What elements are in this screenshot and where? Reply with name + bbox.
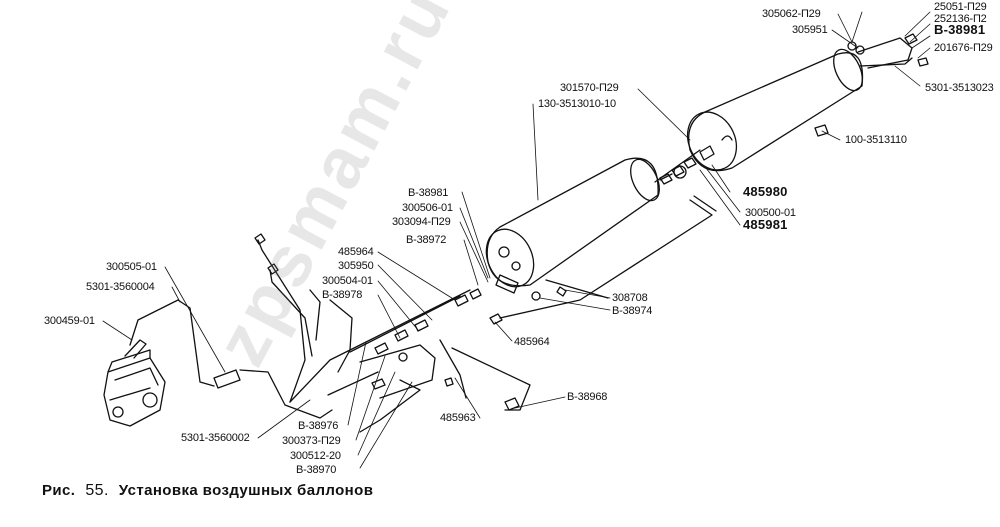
label-201676-p29: 201676-П29 (934, 42, 993, 54)
label-305062-p29: 305062-П29 (762, 8, 821, 20)
air-compressor (103, 339, 166, 427)
caption-number: 55. (85, 482, 109, 499)
label-5301-3513023: 5301-3513023 (925, 82, 994, 94)
label-v38968: В-38968 (567, 391, 608, 403)
label-300373-p29: 300373-П29 (282, 435, 341, 447)
label-v38981-mid: В-38981 (408, 187, 449, 199)
caption-title: Установка воздушных баллонов (118, 482, 374, 499)
label-301570-p29: 301570-П29 (560, 82, 619, 94)
label-v38972: В-38972 (406, 234, 447, 246)
label-100-3513110: 100-3513110 (845, 134, 907, 146)
label-v38978: В-38978 (322, 289, 363, 301)
front-air-cylinder (485, 157, 660, 294)
label-303094-p29: 303094-П29 (392, 216, 451, 228)
label-v38974: В-38974 (612, 305, 653, 317)
label-300459-01: 300459-01 (44, 315, 95, 327)
cylinder-interconnect-fittings (654, 145, 715, 185)
label-v38981-top: В-38981 (934, 22, 986, 37)
label-305950: 305950 (338, 260, 374, 272)
label-485980: 485980 (743, 184, 788, 199)
label-300512-20: 300512-20 (290, 450, 341, 462)
label-130-3513010-10: 130-3513010-10 (538, 98, 616, 110)
label-305951: 305951 (792, 24, 828, 36)
label-300506-01: 300506-01 (402, 202, 453, 214)
air-pipelines (129, 195, 717, 433)
label-v38970: В-38970 (296, 464, 337, 476)
label-300500-01: 300500-01 (745, 207, 796, 219)
figure-caption: Рис. 55. Установка воздушных баллонов (42, 482, 383, 500)
leader-lines (102, 11, 931, 469)
label-v38976: В-38976 (298, 420, 339, 432)
label-485964-a: 485964 (338, 246, 374, 258)
label-300505-01: 300505-01 (106, 261, 157, 273)
label-5301-3560002: 5301-3560002 (181, 432, 250, 444)
label-25051-p29: 25051-П29 (934, 1, 987, 13)
label-252136-p2: 252136-П2 (934, 13, 987, 25)
label-300504-01: 300504-01 (322, 275, 373, 287)
label-5301-3560004: 5301-3560004 (86, 281, 155, 293)
label-485963: 485963 (440, 412, 476, 424)
label-308708: 308708 (612, 292, 648, 304)
upper-right-fittings (847, 33, 929, 69)
caption-prefix: Рис. (42, 482, 76, 499)
label-485981: 485981 (743, 217, 788, 232)
rear-air-cylinder (686, 48, 864, 172)
label-485964-b: 485964 (514, 336, 550, 348)
